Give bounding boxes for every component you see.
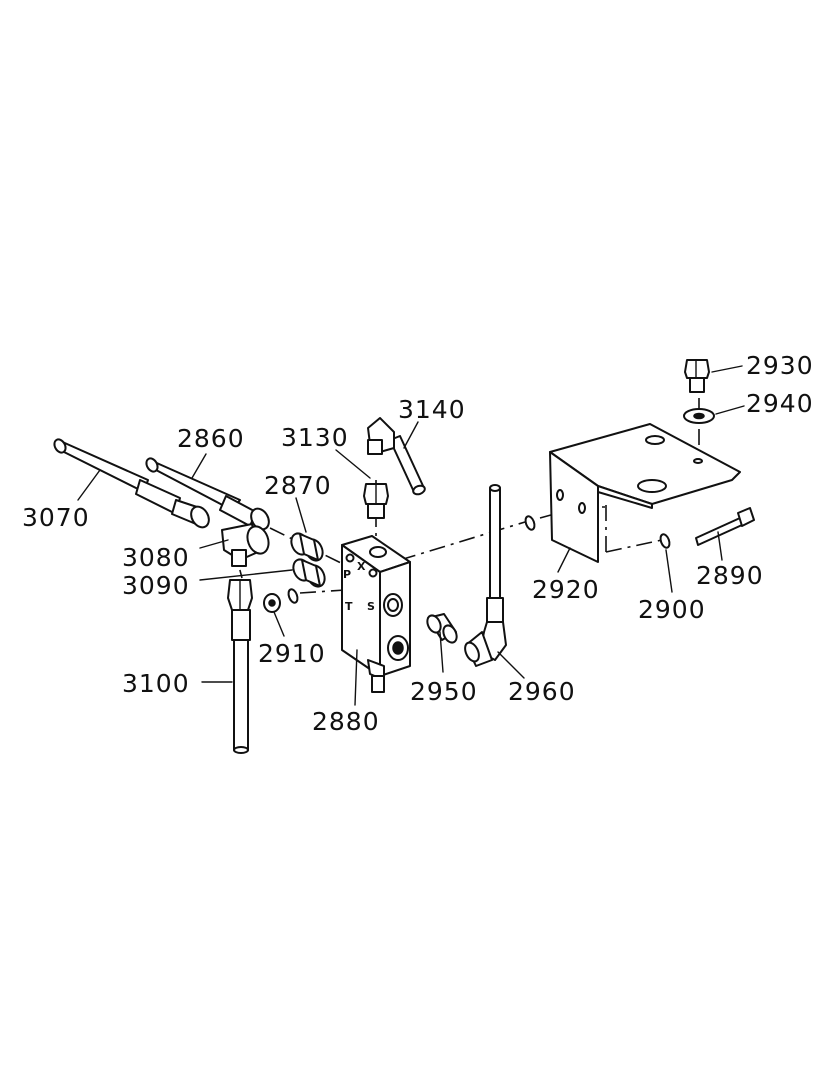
callout-2890: 2890 (696, 561, 764, 590)
callout-2920: 2920 (532, 575, 600, 604)
part-2890-bolt (695, 507, 755, 546)
part-2860-pipe (145, 457, 270, 531)
part-2910-plug (263, 588, 299, 613)
part-2940-washer (683, 408, 715, 424)
part-3100-pipe (227, 579, 253, 754)
part-2920-bracket (549, 423, 741, 563)
port-label-t: T (345, 600, 353, 613)
part-2930-bolt (684, 359, 710, 393)
part-2870-fittings (290, 532, 326, 588)
callout-3140: 3140 (398, 395, 466, 424)
callout-2870: 2870 (264, 471, 332, 500)
callout-3070: 3070 (22, 503, 90, 532)
part-3070-pipe (53, 438, 210, 529)
callout-3100: 3100 (122, 669, 190, 698)
port-label-p: P (343, 568, 351, 581)
callout-3130: 3130 (281, 423, 349, 452)
callout-2910: 2910 (258, 639, 326, 668)
leader-lines (77, 365, 745, 706)
callout-2950: 2950 (410, 677, 478, 706)
part-2950-fitting (426, 613, 458, 644)
callout-2940: 2940 (746, 389, 814, 418)
callout-2860: 2860 (177, 424, 245, 453)
callout-2960: 2960 (508, 677, 576, 706)
callout-2880: 2880 (312, 707, 380, 736)
part-3140-elbow-pipe (367, 417, 426, 496)
callout-3090: 3090 (122, 571, 190, 600)
part-3130-fitting (363, 483, 389, 519)
part-2880-valve-block: X P T S (341, 535, 411, 693)
callout-3080: 3080 (122, 543, 190, 572)
part-2900-washer (659, 533, 671, 549)
part-3080-tee (221, 523, 270, 567)
callout-labels: 2930 2940 3140 3130 2860 2870 3070 3080 … (22, 351, 814, 736)
callout-2900: 2900 (638, 595, 706, 624)
port-label-x: X (357, 560, 366, 573)
port-label-s: S (367, 600, 375, 613)
part-2960-tube-elbow (464, 484, 507, 667)
callout-2930: 2930 (746, 351, 814, 380)
part-bracket-washer (524, 515, 536, 531)
